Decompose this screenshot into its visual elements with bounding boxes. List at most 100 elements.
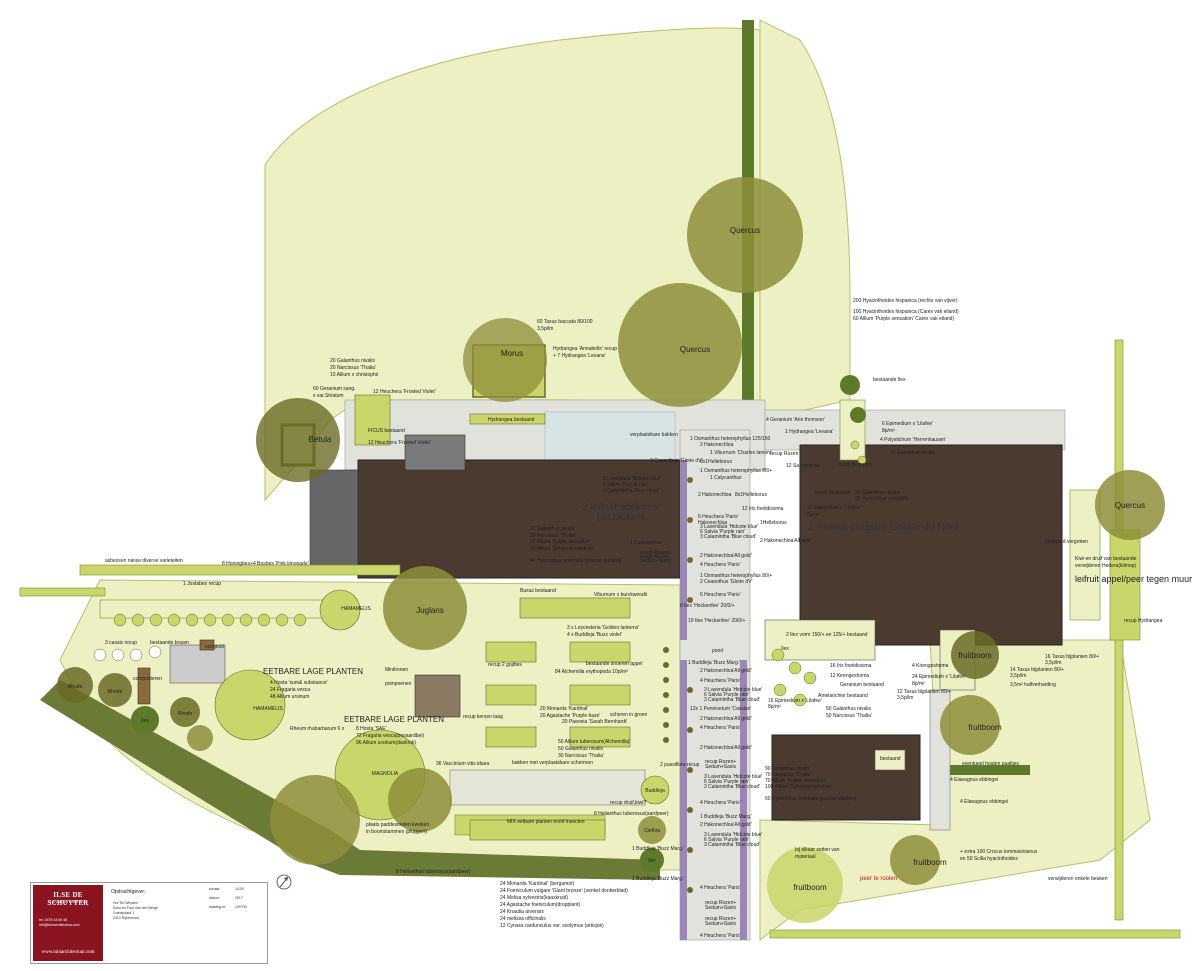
tree-label-ilex-3: Ilex [781, 646, 789, 652]
label-taxus-sub: 3,5p/lm [537, 326, 553, 332]
label-bestaand: bestaand [880, 756, 901, 762]
label-galanthus-2: 20 Galanthus nivalis [530, 526, 576, 532]
tree-ilex-3 [840, 375, 860, 395]
label-buxus: Buxus bestaand [520, 588, 556, 594]
tree-quercus-2 [618, 283, 742, 407]
label-peer-rooien: peer te rooien [860, 876, 897, 882]
label-vergroten: bestaand vergroten [1045, 539, 1088, 545]
tree-paddestoel-1 [270, 775, 360, 865]
label-cynara: 12 Cynara cardunculus var. scolymus (art… [500, 923, 604, 929]
bed-elaeagnus [950, 765, 1030, 775]
bed-juglans [519, 597, 631, 619]
bed-ilex-vorm [764, 619, 876, 661]
label-epimedium-3b: 8p/m² [768, 704, 781, 710]
bush-row [93, 440, 867, 893]
label-hakonechloa-gold: 2 Hakonechloa'All gold' [760, 538, 812, 544]
label-hosta-sae: 8 Hosta 'SAE' [356, 726, 387, 732]
tree-label-hamamelis-1: HAMAMELIS [341, 606, 371, 612]
label-ficus: FICUS bestaand [368, 428, 405, 434]
label-allium-ursinum: 48 Allium ursinum [270, 694, 309, 700]
label-hakonechloa-gold-5: 2 Hakonechloa'All gold' [700, 745, 752, 751]
label-heuchera-frosted-1: 12 Heuchera 'Frosted Violet' [373, 389, 436, 395]
label-allium-purple: 30 Allium 'Purple sensation' [530, 539, 591, 545]
tree-rhodo-2 [98, 673, 132, 707]
drawing-label: drawing nr: [209, 905, 227, 909]
label-osmanthus-1: 1 Osmanthus heterophyllus 125/150 [690, 436, 771, 442]
tree-label-fruitboom-4: fruitboom [793, 883, 827, 892]
label-geranium-bestaand: Geranium bestaand [840, 682, 884, 688]
tree-label-hamamelis-2: HAMAMELIS [253, 706, 283, 712]
label-bakken-schermen: bakken met verplaatsbare schermen [512, 760, 593, 766]
tree-paddestoel-2 [388, 768, 452, 832]
label-prunus: 2 Prunus cerasus 'Griotte du Nord' [808, 522, 961, 533]
client-line4: 2310 Rijkevorsel [113, 916, 139, 920]
label-buddleja-marg-1: 1 Buddleja 'Buzz Marg.' [688, 660, 740, 666]
label-rozen-bestaand: rozen bestaand [838, 462, 873, 468]
bed-mix [469, 819, 606, 841]
label-lavendula-4: 3 Lavendula 'Hidcote blue' [704, 832, 762, 838]
label-allium-sphaero-2: 100 Allium 'Sphaerocephalum' [765, 784, 832, 790]
label-calamintha-5: 3 Calamintha 'Blue cloud' [700, 534, 756, 540]
label-calamintha-3: 3 Calamintha 'Blue cloud' [704, 784, 760, 790]
label-monarda-2: 24 Monarda 'Kardinal' (bergamot) [500, 881, 575, 887]
label-heuchera-frosted-2: 12 Heuchera 'Frosted Violet' [368, 440, 431, 446]
tree-label-clethra: Clethra [644, 828, 660, 834]
label-hydrangea-levana-1: 1 Hydrangea 'Levana' [785, 429, 833, 435]
label-asbessen: asbessen nieuw diverse varieteiten [105, 558, 183, 564]
purple-strip-1 [680, 460, 687, 640]
label-lavendula-3: 3 Lavendula 'Hidcote blue' [704, 774, 762, 780]
label-composteren: composteren [133, 676, 162, 682]
label-hyac-2: 100 Hyacinthoides hispanica (Carex vak e… [853, 309, 959, 315]
house-tower [404, 434, 466, 471]
hedge-top [79, 564, 401, 576]
lawn-right [759, 19, 851, 421]
label-hakonechloa-gold-2: 2 Hakonechloa'All gold' [700, 553, 752, 559]
label-geranium-sang-2: x var.Striatum [313, 393, 344, 399]
tree-label-rhodo-2: Rhodo [108, 689, 123, 695]
label-passiflora: 2 passiflora recup [660, 762, 700, 768]
label-sedum-3: Sedum+Saxis [705, 921, 736, 927]
bed-hydrangea [469, 413, 546, 425]
label-paddestoel: plaats paddestoelen kweken [366, 822, 429, 828]
label-taxus-bij-2: 14 Taxus bijplanten 80/+ [1010, 667, 1064, 673]
purple-strip-3 [740, 660, 747, 940]
label-iris-foet-2: 16 Iris foetidissima [830, 663, 872, 669]
label-sedum-1: Sedum+Saxis [705, 764, 736, 770]
label-heuchera-paris-6: 4 Heuchera 'Paris' [700, 800, 741, 806]
label-galanthus-3: 20 Galanthus nivalis [890, 450, 936, 456]
label-bestaande-appel: bestaande snoeren appel [586, 661, 642, 667]
label-bestaande-ilex: bestaande Ilex [873, 377, 906, 383]
label-hyacinthus-orient: 40 Hyacinthus orientalis (paarse vlakken… [530, 558, 622, 564]
label-hosta-sum: 4 Hosta 'sum& substance' [270, 680, 328, 686]
label-taxus-bij-1: 16 Taxus bijplanten 80/+ [1045, 654, 1099, 660]
label-elaeagnus-2: 4 Elaeagnus ebbingei [960, 799, 1008, 805]
tree-clethra [638, 816, 666, 844]
label-narcissus-1: 20 Narcissus 'Thalia' [330, 365, 376, 371]
label-leycesteria: 3 x Leycesteria 'Golden lanterns' [567, 625, 639, 631]
label-taxus-bij-1b: 3,5p/lm [1045, 660, 1061, 666]
label-osmanthus-3: 1 Osmanthus heterophyllus 80/+ [700, 573, 772, 579]
label-galanthus-6: 50 Galanthus nivalis [826, 706, 872, 712]
tree-ilex-1 [131, 706, 159, 734]
bed-annabelle [354, 394, 391, 446]
label-recup-rozen-sedum-3: recup Rozen+ [705, 916, 736, 922]
company-sub: TUINONTWERP [49, 900, 87, 904]
label-helleborus: 8x1Helleborus [700, 459, 732, 465]
datum-value: 2017 [235, 896, 243, 900]
label-ilex-heckenfee: 8 Ilex 'Heckenfee' 20/0/+ [680, 603, 735, 609]
label-salvia-2: 6 Salvia 'Purple rain' [704, 692, 749, 698]
company-phone: tel. 0475 43 60 46 [39, 918, 68, 922]
label-buddleja-marg-4: 1 Buddleja 'Buzz Marg.' [632, 876, 684, 882]
label-epimedium-4b: 8p/m² [912, 681, 925, 687]
company-logo: ILSE DE SCHUYTER TUINONTWERP tel. 0475 4… [33, 885, 103, 961]
paving-grid [544, 411, 676, 468]
label-heuchera-paris-5: 4 Heuchera 'Paris' [700, 725, 741, 731]
client-name: Hof Ter Weyden [113, 901, 138, 905]
tree-label-quercus-1: Quercus [730, 226, 760, 235]
bed-kiwi [1069, 489, 1101, 621]
label-helianthus-1: 8 Helianthus tuberosus(aardpeer) [594, 811, 669, 817]
label-epimedium-1b: 8p/m² [882, 428, 895, 434]
label-calamintha-2: 3 Calamintha 'Blue cloud' [704, 697, 760, 703]
title-block: ILSE DE SCHUYTER TUINONTWERP tel. 0475 4… [30, 882, 268, 964]
